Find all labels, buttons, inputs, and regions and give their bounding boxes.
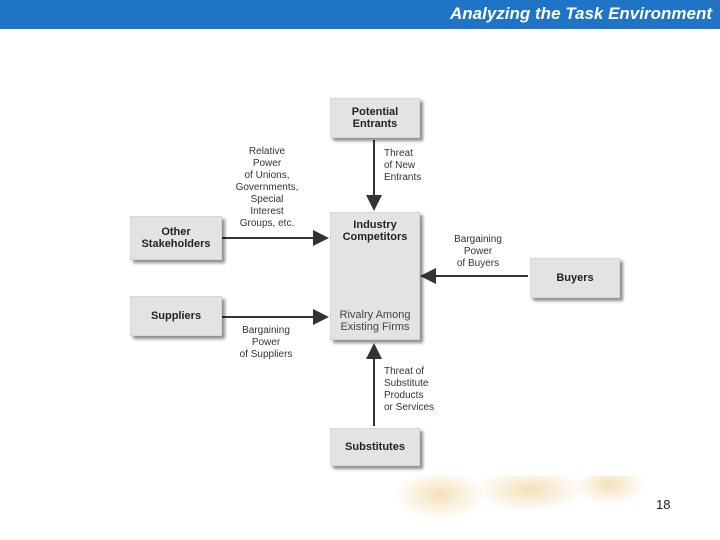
slide-title: Analyzing the Task Environment [450, 4, 712, 23]
header-bar: Analyzing the Task Environment [0, 0, 720, 29]
box-substitutes: Substitutes [330, 428, 420, 466]
box-potential-entrants-label: Potential Entrants [351, 106, 399, 130]
box-suppliers: Suppliers [130, 296, 222, 336]
box-substitutes-label: Substitutes [345, 441, 405, 453]
box-suppliers-label: Suppliers [150, 310, 202, 322]
box-other-stakeholders: Other Stakeholders [130, 216, 222, 260]
box-buyers: Buyers [530, 258, 620, 298]
page-number: 18 [656, 497, 671, 512]
box-buyers-label: Buyers [556, 272, 594, 284]
label-threat-substitutes: Threat of Substitute Products or Service… [384, 366, 435, 413]
label-bargaining-buyers: Bargaining Power of Buyers [454, 234, 502, 269]
box-industry-competitors: Industry Competitors Rivalry Among Exist… [330, 212, 420, 340]
label-relative-power: Relative Power of Unions, Governments, S… [235, 146, 299, 229]
box-other-stakeholders-label: Other Stakeholders [141, 226, 211, 250]
label-threat-new-entrants: Threat of New Entrants [384, 148, 422, 183]
five-forces-diagram: Potential Entrants Other Stakeholders In… [128, 96, 648, 476]
box-rivalry-label: Rivalry Among Existing Firms [339, 309, 411, 333]
label-bargaining-suppliers: Bargaining Power of Suppliers [239, 325, 293, 360]
box-potential-entrants: Potential Entrants [330, 98, 420, 138]
box-industry-competitors-label: Industry Competitors [342, 219, 408, 243]
